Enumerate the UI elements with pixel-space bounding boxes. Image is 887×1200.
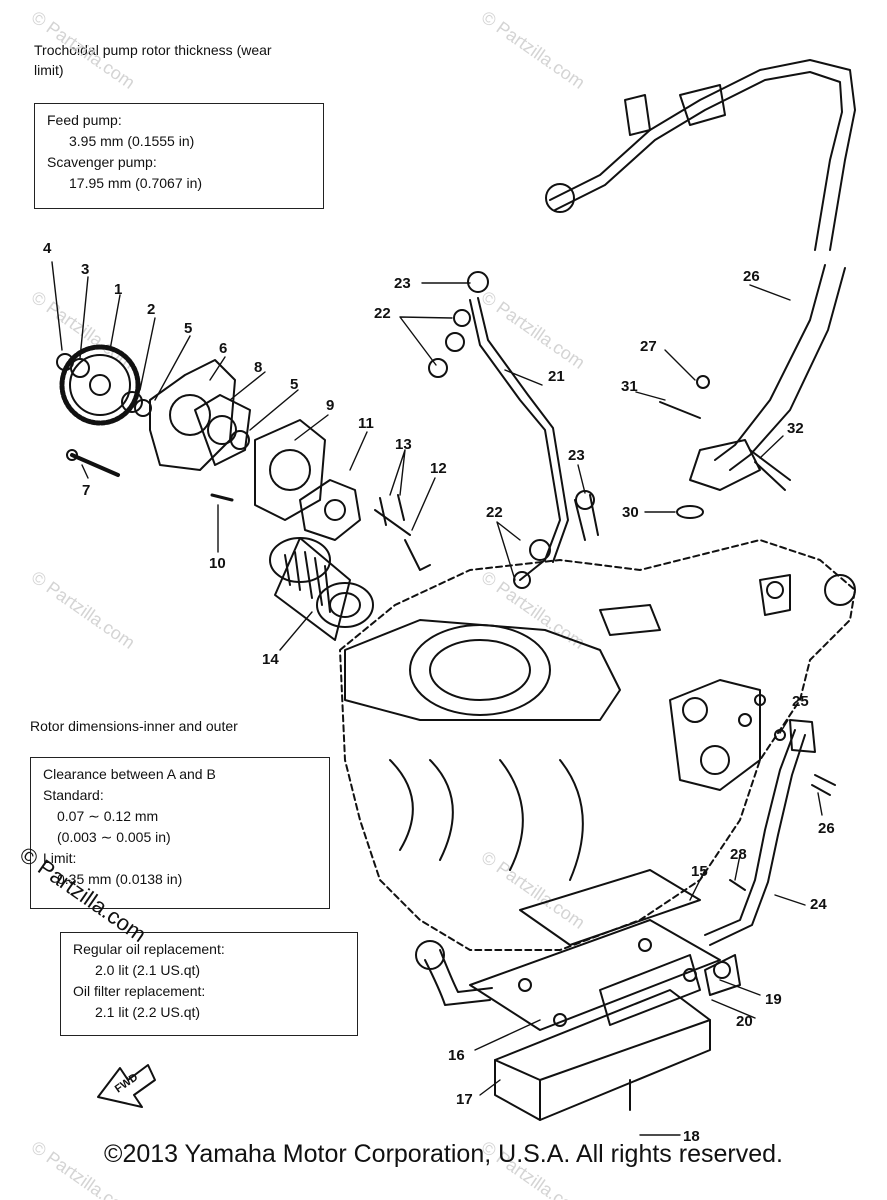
- callout-11: 11: [358, 415, 374, 432]
- fwd-arrow-icon: [97, 1064, 156, 1108]
- oil-return-pipe: [704, 719, 836, 946]
- regular-replacement-value: 2.0 lit (2.1 US.qt): [95, 962, 201, 978]
- callout-27: 28: [730, 846, 747, 863]
- pump-rotor-title-line1: Trochoidal pump rotor thickness (wear: [34, 42, 272, 58]
- callout-30: 30: [622, 504, 639, 521]
- callout-5a: 5: [184, 320, 192, 337]
- clearance-spec-box: Clearance between A and B Standard: 0.07…: [30, 757, 330, 909]
- oil-hose: [545, 59, 856, 519]
- standard-in-value: (0.003 ∼ 0.005 in): [57, 829, 171, 845]
- callout-16: 16: [448, 1047, 465, 1064]
- oil-strainer-assembly: [415, 869, 741, 1121]
- callout-26: 26: [818, 820, 835, 837]
- callout-1: 1: [114, 281, 122, 298]
- callout-numbers: 4 3 1 2 5 6 8 5 9 11 13 12 7 10 14 23 22…: [43, 240, 835, 1145]
- callout-3: 3: [81, 261, 89, 278]
- callout-20: 20: [736, 1013, 753, 1030]
- regular-replacement-label: Regular oil replacement:: [73, 941, 225, 957]
- limit-label: Limit:: [43, 850, 77, 866]
- clearance-label: Clearance between A and B: [43, 766, 216, 782]
- copyright-notice: ©2013 Yamaha Motor Corporation, U.S.A. A…: [104, 1140, 783, 1168]
- crankcase: [339, 539, 856, 951]
- oil-delivery-pipe: [428, 271, 599, 589]
- callout-22b: 22: [486, 504, 503, 521]
- pump-spec-box: Feed pump: 3.95 mm (0.1555 in) Scavenger…: [34, 103, 324, 209]
- callout-29: 27: [640, 338, 657, 355]
- watermarks: © Partzilla.com © Partzilla.com © Partzi…: [28, 7, 589, 1200]
- pump-rotor-title: Trochoidal pump rotor thickness (wear li…: [34, 40, 272, 80]
- filter-replacement-value: 2.1 lit (2.2 US.qt): [95, 1004, 201, 1020]
- pump-housing: [149, 359, 361, 541]
- pump-rotor-title-line2: limit): [34, 62, 64, 78]
- callout-21: 21: [548, 368, 565, 385]
- callout-22a: 22: [374, 305, 391, 322]
- callout-28: 26: [743, 268, 760, 285]
- watermark-large: © Partzilla.com: [15, 842, 151, 948]
- callout-15: 15: [691, 863, 708, 880]
- scavenger-pump-label: Scavenger pump:: [47, 154, 157, 170]
- callout-19: 19: [765, 991, 782, 1008]
- callout-6: 6: [219, 340, 227, 357]
- callout-2: 2: [147, 301, 155, 318]
- callout-7: 7: [82, 482, 90, 499]
- callout-32: 32: [787, 420, 804, 437]
- scavenger-pump-value: 17.95 mm (0.7067 in): [69, 175, 203, 191]
- rotor-dimensions-title: Rotor dimensions-inner and outer: [30, 718, 238, 734]
- oil-capacity-box: Regular oil replacement: 2.0 lit (2.1 US…: [60, 932, 358, 1036]
- callout-13: 13: [395, 436, 412, 453]
- pump-drive-gear: [56, 344, 152, 426]
- standard-label: Standard:: [43, 787, 104, 803]
- watermark-4: © Partzilla.com: [478, 287, 589, 373]
- filter-replacement-label: Oil filter replacement:: [73, 983, 206, 999]
- standard-mm-value: 0.07 ∼ 0.12 mm: [57, 808, 159, 824]
- callout-10: 10: [209, 555, 226, 572]
- limit-value: 0.35 mm (0.0138 in): [57, 871, 183, 887]
- callout-12: 12: [430, 460, 447, 477]
- small-parts: [66, 449, 431, 571]
- leader-lines: [51, 261, 823, 1136]
- callout-5b: 5: [290, 376, 298, 393]
- callout-23a: 23: [394, 275, 411, 292]
- watermark-1: © Partzilla.com: [28, 7, 139, 93]
- callout-4: 4: [43, 240, 52, 257]
- feed-pump-value: 3.95 mm (0.1555 in): [69, 133, 195, 149]
- watermark-5: © Partzilla.com: [28, 567, 139, 653]
- callout-23b: 23: [568, 447, 585, 464]
- callout-17: 17: [456, 1091, 473, 1108]
- callout-8: 8: [254, 359, 262, 376]
- oil-filter: [269, 537, 374, 641]
- feed-pump-label: Feed pump:: [47, 112, 122, 128]
- callout-24: 24: [810, 896, 827, 913]
- callout-9: 9: [326, 397, 334, 414]
- callout-31: 31: [621, 378, 638, 395]
- callout-14: 14: [262, 651, 279, 668]
- callout-25: 25: [792, 693, 809, 710]
- callout-18: 18: [683, 1128, 700, 1145]
- watermark-2: © Partzilla.com: [478, 7, 589, 93]
